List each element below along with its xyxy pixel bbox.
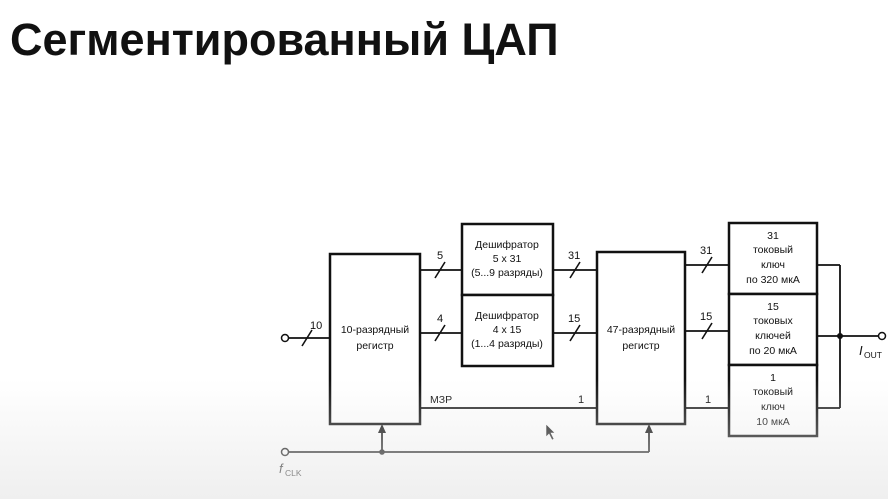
bus-label-sw2: 15: [700, 311, 712, 323]
switch3-line3: ключ: [761, 401, 785, 413]
block-decoder-4x15: Дешифратор 4 x 15 (1...4 разряды): [460, 293, 555, 368]
slash-sw1: [701, 256, 713, 274]
output-label-sub: OUT: [864, 350, 882, 360]
output-label-main: I: [859, 343, 863, 358]
slash-dec1-out: [569, 261, 581, 279]
clock-arrow-reg10: [378, 424, 386, 433]
slash-dec2-out: [569, 324, 581, 342]
register10-line2: регистр: [356, 340, 393, 352]
clock-label-sub: CLK: [285, 468, 302, 478]
bus-label-dec1-out: 31: [568, 250, 580, 262]
decoder1-line2: 5 x 31: [493, 253, 522, 265]
switch3-line4: 10 мкА: [756, 416, 789, 428]
bus-label-sw3: 1: [705, 394, 711, 406]
switch1-line1: 31: [767, 230, 779, 242]
mouse-cursor-icon: [545, 423, 556, 441]
switch2-line1: 15: [767, 301, 779, 313]
slide-title: Сегментированный ЦАП: [10, 14, 559, 65]
decoder2-line2: 4 x 15: [493, 324, 522, 336]
register47-line2: регистр: [622, 340, 659, 352]
bus-label-dec1: 5: [437, 250, 443, 262]
switch2-line3: ключей: [755, 330, 791, 342]
clock-terminal: [280, 447, 290, 457]
clock-arrow-reg47: [645, 424, 653, 433]
lsb-label: МЗР: [430, 394, 452, 406]
output-terminal: [877, 331, 887, 341]
switch3-line2: токовый: [753, 386, 793, 398]
output-label: I OUT: [859, 343, 882, 360]
block-register-47: 47-разрядный регистр: [595, 250, 687, 426]
decoder1-line3: (5...9 разряды): [471, 267, 543, 279]
block-switch-31: 31 токовый ключ по 320 мкА: [727, 221, 819, 296]
clock-label: f CLK: [279, 461, 302, 478]
block-switch-1: 1 токовый ключ 10 мкА: [727, 363, 819, 438]
switch2-line4: по 20 мкА: [749, 345, 797, 357]
switch3-line1: 1: [770, 372, 776, 384]
clock-label-main: f: [279, 461, 284, 476]
bus-label-input: 10: [310, 320, 322, 332]
block-switch-15: 15 токовых ключей по 20 мкА: [727, 292, 819, 367]
input-terminal: [280, 333, 290, 343]
block-register-10: 10-разрядный регистр: [328, 252, 422, 426]
slash-dec2: [434, 324, 446, 342]
bus-label-dec2: 4: [437, 313, 443, 325]
slash-dec1: [434, 261, 446, 279]
switch2-line2: токовых: [753, 315, 793, 327]
block-decoder-5x31: Дешифратор 5 x 31 (5...9 разряды): [460, 222, 555, 297]
register10-line1: 10-разрядный: [341, 324, 409, 336]
bus-slashes: [301, 256, 713, 347]
bus-label-lsb-out: 1: [578, 394, 584, 406]
output-junction: [837, 333, 843, 339]
slash-sw2: [701, 322, 713, 340]
bus-label-dec2-out: 15: [568, 313, 580, 325]
switch1-line4: по 320 мкА: [746, 274, 800, 286]
decoder1-line1: Дешифратор: [475, 239, 539, 251]
decoder2-line1: Дешифратор: [475, 310, 539, 322]
switch1-line3: ключ: [761, 259, 785, 271]
bus-label-sw1: 31: [700, 245, 712, 257]
switch1-line2: токовый: [753, 244, 793, 256]
slash-input: [301, 329, 313, 347]
decoder2-line3: (1...4 разряды): [471, 338, 543, 350]
register47-line1: 47-разрядный: [607, 324, 675, 336]
